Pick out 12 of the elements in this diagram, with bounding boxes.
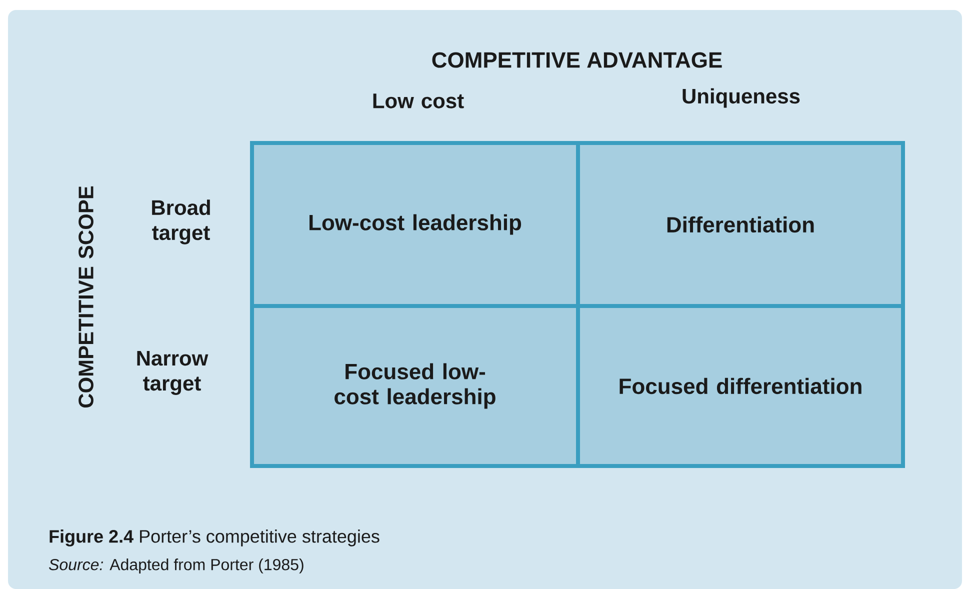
axis-label: COMPETITIVE SCOPE (78, 186, 94, 408)
axis-label: Uniqueness (682, 88, 800, 108)
axis-label: Broad target (152, 200, 210, 244)
matrix-cell: Focused low-cost leadership (250, 304, 580, 468)
matrix-cell: Focused differentiation (576, 304, 905, 468)
source-note: Source: Adapted from Porter (1985) (49, 558, 304, 574)
figure-caption: Figure 2.4 Porter’s competitive strategies (50, 530, 380, 546)
matrix-cell: Low-cost leadership (250, 141, 580, 308)
matrix-cell: Differentiation (576, 141, 905, 308)
axis-label: Narrow target (137, 351, 208, 395)
axis-label: Low cost (373, 94, 464, 108)
title: COMPETITIVE ADVANTAGE (432, 52, 722, 68)
